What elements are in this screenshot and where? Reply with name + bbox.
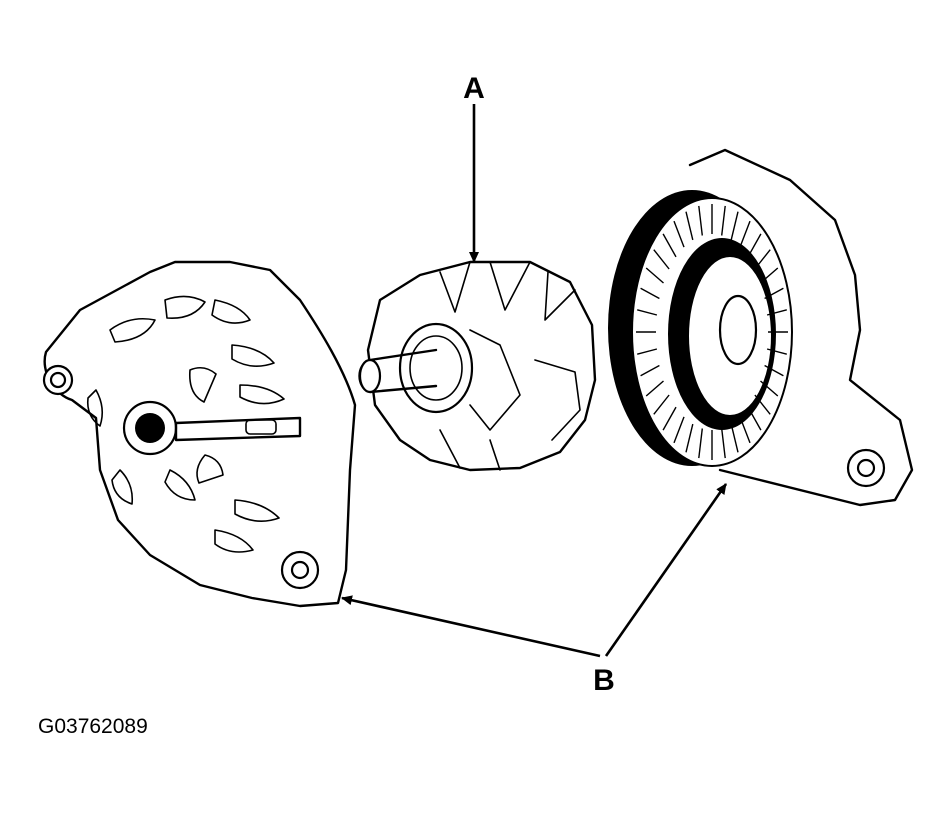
stator-slot-line: [640, 364, 660, 377]
stator-slot-line: [721, 428, 726, 459]
stator-slot-line: [730, 211, 739, 241]
slip-ring-end-housing: [688, 148, 914, 507]
callout-b-label: B: [593, 664, 615, 697]
drive-end-housing: [42, 260, 357, 608]
stator-slot-line: [662, 233, 677, 258]
callout-b-leader-right: [604, 483, 728, 657]
stator-slot-line: [747, 406, 762, 431]
stator-slot-line: [754, 249, 771, 270]
stator-slot-line: [645, 267, 664, 284]
rear-mounting-hole-inner: [856, 458, 876, 478]
rotor-bearing-inner: [409, 335, 463, 401]
stator-slot-line: [653, 249, 670, 270]
stator-slot-line: [747, 233, 762, 258]
stator-slot-line: [685, 211, 694, 241]
stator-slot-line: [640, 287, 660, 300]
stator-slot-line: [739, 220, 751, 248]
claw-pole-5: [534, 359, 581, 441]
claw-pole-4: [469, 329, 521, 431]
bearing-bore-center: [135, 413, 165, 443]
stator-slot-line: [721, 205, 726, 236]
callout-b-leader-left: [341, 595, 601, 658]
callout-b: B: [341, 483, 728, 697]
stator-slot-line: [764, 364, 784, 377]
rotor-assembly: [358, 260, 597, 472]
stator-assembly: [608, 190, 793, 467]
stator-slot-line: [766, 348, 787, 355]
claw-pole-1: [439, 261, 471, 313]
claw-pole-6: [439, 429, 501, 471]
stator-slot-line: [760, 267, 779, 284]
rotor-body: [366, 260, 597, 472]
rotor-shaft-end: [358, 358, 382, 394]
stator-slot-line: [764, 287, 784, 300]
rear-housing-outline: [688, 148, 914, 507]
brace-slot: [245, 419, 277, 435]
stator-slot-line: [698, 428, 703, 459]
stator-slot-line: [685, 423, 694, 453]
stator-slots: [636, 204, 788, 460]
mounting-ear-hole-inner: [49, 371, 67, 389]
stator-slot-line: [637, 348, 658, 355]
ventilation-slots: [86, 295, 285, 553]
callout-a: A: [463, 72, 485, 263]
stator-slot-line: [645, 380, 664, 397]
callout-a-label: A: [463, 72, 485, 105]
housing-brace: [174, 416, 302, 442]
rear-bearing-bore: [718, 294, 758, 366]
stator-slot-line: [662, 406, 677, 431]
stator-slot-line: [637, 309, 658, 316]
stator-slot-line: [766, 309, 787, 316]
stator-slot-line: [739, 416, 751, 444]
mounting-ear-hole-bottom-inner: [290, 560, 310, 580]
figure-id: G03762089: [38, 715, 148, 738]
stator-slot-line: [673, 416, 685, 444]
stator-slot-line: [760, 380, 779, 397]
stator-slot-line: [653, 394, 670, 415]
stator-slot-line: [698, 205, 703, 236]
stator-slot-line: [730, 423, 739, 453]
stator-slot-line: [673, 220, 685, 248]
stator-slot-line: [754, 394, 771, 415]
claw-pole-3: [544, 271, 576, 321]
claw-pole-2: [489, 261, 531, 311]
